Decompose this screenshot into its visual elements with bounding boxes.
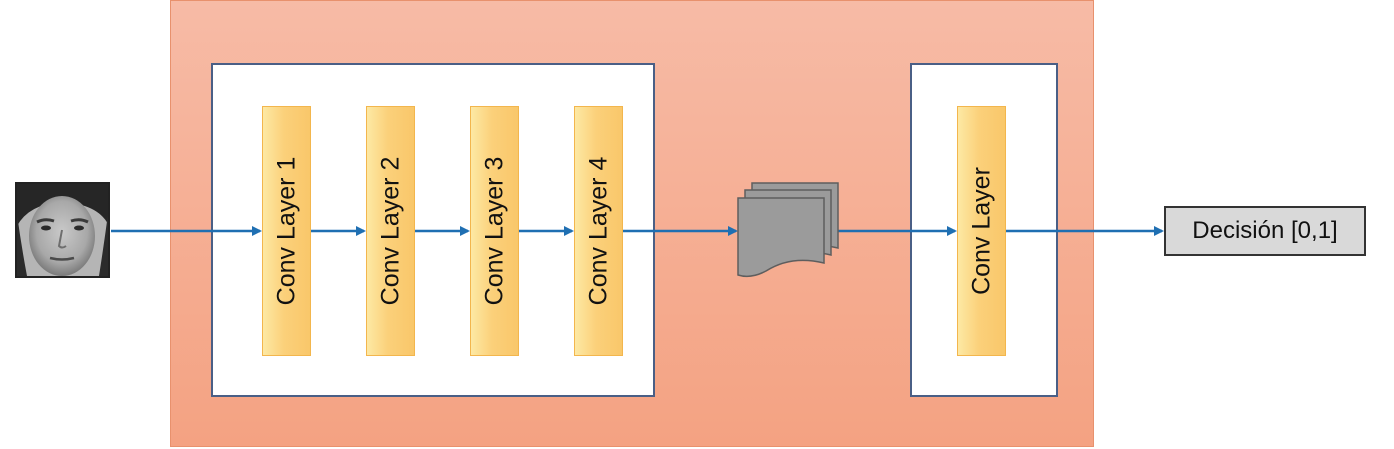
face-photo-icon [15,182,110,278]
conv-layer-2: Conv Layer 2 [366,106,415,356]
conv-layer-4: Conv Layer 4 [574,106,623,356]
final-conv-layer: Conv Layer [957,106,1006,356]
stacked-documents-icon [737,182,839,278]
conv-layer-1: Conv Layer 1 [262,106,311,356]
conv-layer-3: Conv Layer 3 [470,106,519,356]
decision-output-label: Decisión [0,1] [1192,217,1338,244]
decision-output-box: Decisión [0,1] [1164,206,1366,256]
